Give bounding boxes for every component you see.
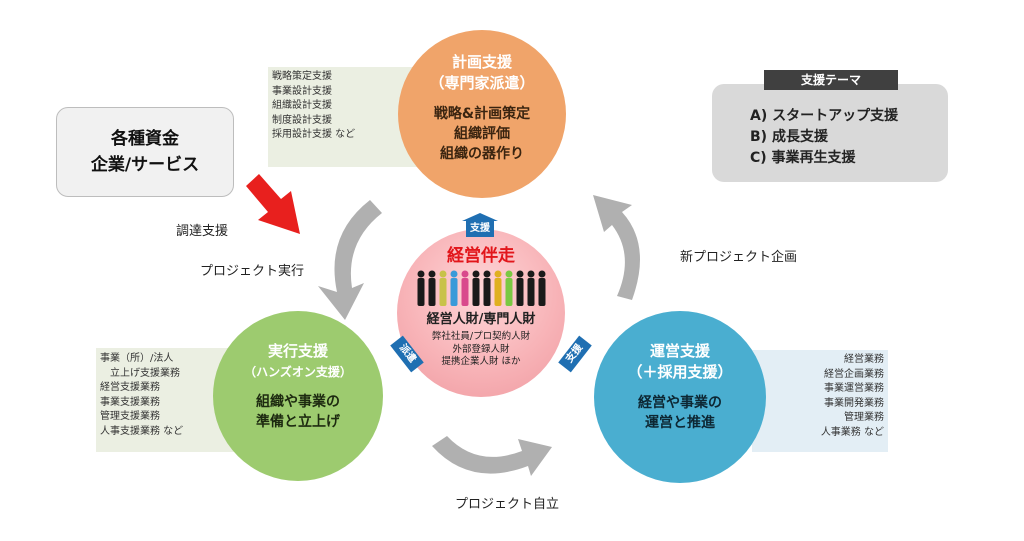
theme-title: 支援テーマ [764, 70, 898, 90]
center-circle: 経営伴走 経営人財/専門人財 弊社社員/プロ契約人財 外部登録人財 提携企業人財… [397, 229, 565, 397]
ops-details-panel [752, 350, 888, 452]
cycle-arrow-right [593, 195, 640, 300]
plan-detail-item: 採用設計支援 など [272, 129, 356, 140]
funding-label: 調達支援 [176, 224, 229, 239]
center-line: 外部登録人財 [452, 343, 510, 355]
exec-details-list: 事業（所）/法人 立上げ支援業務 経営支援業務 事業支援業務 管理支援業務 人事… [100, 352, 183, 439]
plan-title: 計画支援 [451, 53, 512, 71]
exec-title: 実行支援 [267, 342, 328, 360]
plan-body: 戦略&計画策定 組織評価 組織の器作り [434, 104, 530, 164]
theme-item: A) スタートアップ支援 [750, 108, 899, 124]
funding-red-arrow [246, 174, 300, 234]
plan-subtitle: （専門家派遣） [429, 74, 535, 92]
theme-list: A) スタートアップ支援 B) 成長支援 C) 事業再生支援 [750, 106, 898, 169]
ops-title: 運営支援 [649, 342, 710, 360]
center-lines: 弊社社員/プロ契約人財 外部登録人財 提携企業人財 ほか [432, 331, 530, 369]
theme-item: B) 成長支援 [750, 129, 828, 145]
people-silhouettes-icon [417, 270, 546, 306]
plan-body-line: 組織の器作り [440, 146, 524, 162]
label-project-independence: プロジェクト自立 [455, 497, 560, 512]
center-line: 弊社社員/プロ契約人財 [431, 331, 531, 342]
tag-top-pointer [462, 213, 498, 221]
plan-support-circle: 計画支援 （専門家派遣） 戦略&計画策定 組織評価 組織の器作り [398, 30, 566, 198]
exec-body: 組織や事業の 準備と立上げ [256, 392, 340, 432]
ops-detail-item: 管理業務 [844, 412, 884, 423]
ops-details-list: 経営業務 経営企画業務 事業運営業務 事業開発業務 管理業務 人事業務 など [752, 353, 884, 440]
exec-detail-item: 管理支援業務 [100, 411, 160, 422]
exec-detail-item: 人事支援業務 など [100, 425, 184, 437]
plan-detail-item: 組織設計支援 [272, 100, 332, 111]
label-project-execute: プロジェクト実行 [200, 264, 305, 279]
source-line-2: 企業/サービス [90, 155, 200, 175]
tag-top: 支援 [466, 221, 494, 237]
ops-body-line: 運営と推進 [645, 415, 715, 431]
ops-support-circle: 運営支援 （＋採用支援） 経営や事業の 運営と推進 [594, 311, 766, 483]
ops-body-line: 経営や事業の [638, 395, 722, 411]
ops-detail-item: 人事業務 など [820, 426, 884, 438]
center-title: 経営伴走 [447, 246, 515, 266]
ops-body: 経営や事業の 運営と推進 [638, 393, 722, 433]
ops-detail-item: 事業開発業務 [824, 397, 884, 409]
center-line: 提携企業人財 ほか [441, 356, 521, 367]
exec-body-line: 準備と立上げ [256, 414, 340, 430]
ops-subtitle: （＋採用支援） [627, 363, 733, 381]
exec-support-circle: 実行支援 （ハンズオン支援） 組織や事業の 準備と立上げ [213, 311, 383, 481]
ops-detail-item: 経営業務 [844, 354, 884, 365]
exec-subtitle: （ハンズオン支援） [244, 365, 352, 379]
exec-detail-item: 経営支援業務 [100, 382, 160, 393]
source-line-1: 各種資金 [111, 129, 179, 149]
exec-detail-item: 立上げ支援業務 [100, 367, 180, 379]
source-box: 各種資金 企業/サービス [56, 107, 234, 197]
plan-detail-item: 戦略策定支援 [272, 71, 332, 82]
exec-detail-item: 事業（所）/法人 [100, 353, 174, 364]
theme-box [712, 84, 948, 182]
plan-detail-item: 制度設計支援 [272, 114, 332, 126]
ops-detail-item: 経営企画業務 [824, 368, 884, 380]
cycle-arrow-bottom [432, 436, 552, 476]
exec-body-line: 組織や事業の [256, 394, 340, 410]
plan-detail-item: 事業設計支援 [272, 85, 332, 97]
theme-item: C) 事業再生支援 [750, 150, 856, 166]
exec-detail-item: 事業支援業務 [100, 396, 160, 408]
center-subtitle: 経営人財/専門人財 [426, 312, 536, 327]
plan-body-line: 組織評価 [454, 126, 510, 142]
label-new-project: 新プロジェクト企画 [680, 250, 798, 265]
plan-details-list: 戦略策定支援 事業設計支援 組織設計支援 制度設計支援 採用設計支援 など [272, 70, 355, 143]
plan-details-panel [268, 67, 418, 167]
ops-detail-item: 事業運営業務 [824, 383, 884, 394]
cycle-arrow-left [318, 200, 382, 320]
plan-body-line: 戦略&計画策定 [433, 106, 531, 122]
